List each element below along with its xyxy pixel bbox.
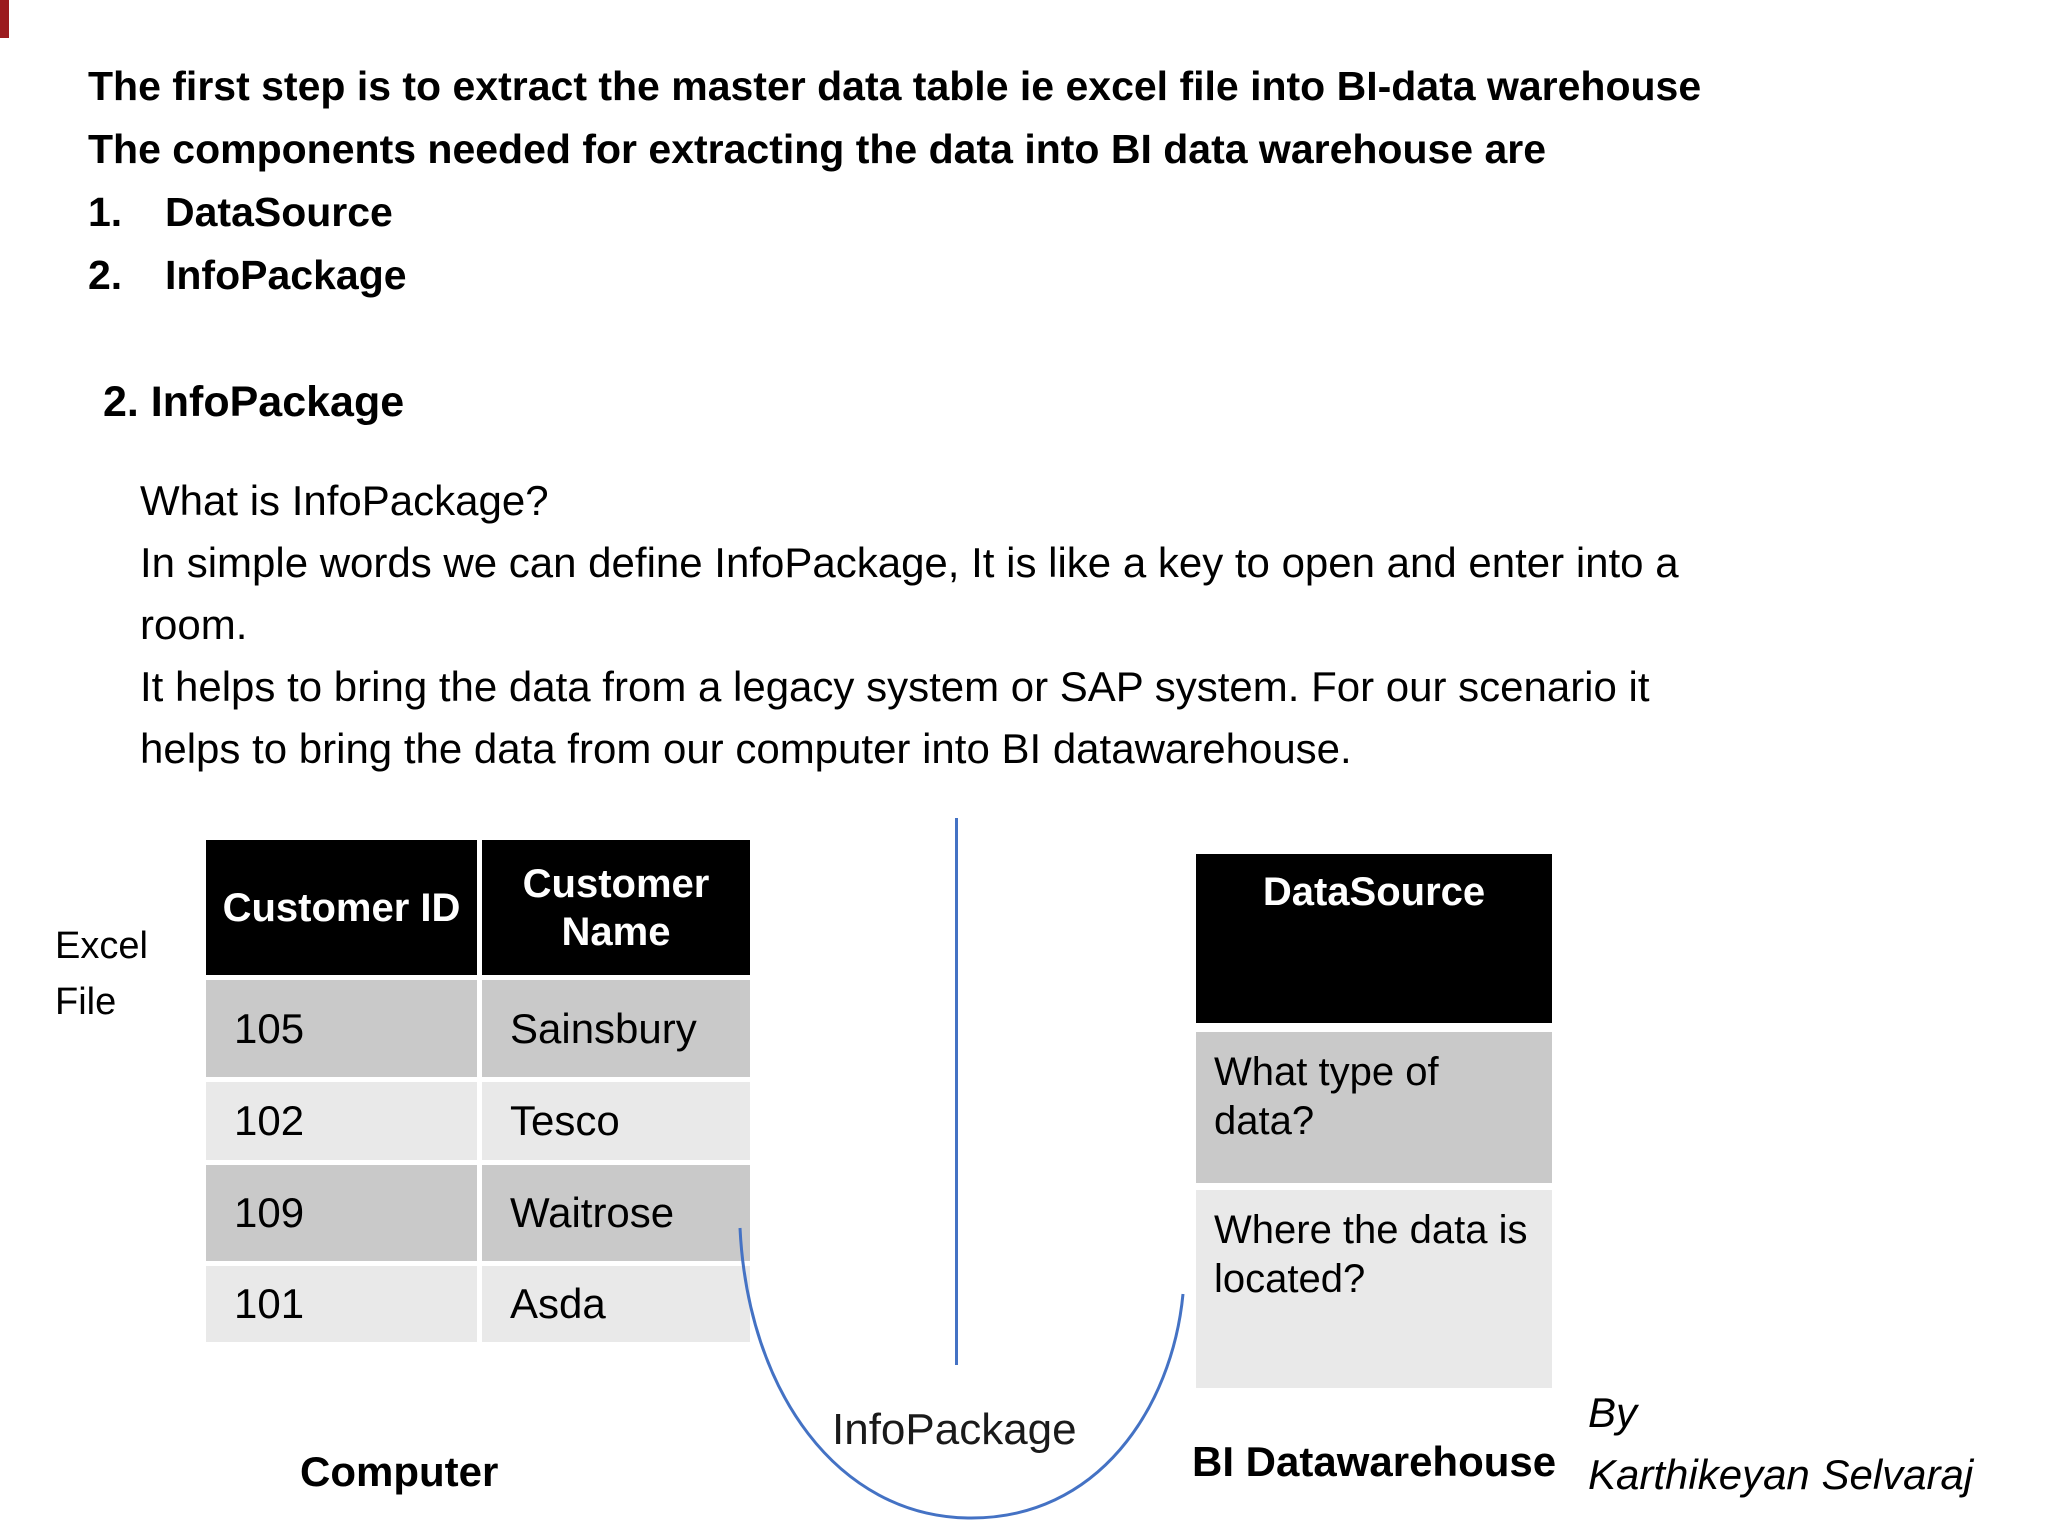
paragraph-line: What is InfoPackage? [140, 477, 549, 524]
datasource-table: DataSource What type of data? Where the … [1196, 854, 1552, 1388]
paragraph-line: helps to bring the data from our compute… [140, 725, 1352, 772]
list-label: InfoPackage [165, 252, 407, 298]
table-cell: Sainsbury [482, 980, 750, 1077]
credit-author: Karthikeyan Selvaraj [1588, 1451, 1974, 1498]
intro-block: The first step is to extract the master … [88, 55, 1701, 307]
table-cell: What type of data? [1196, 1032, 1552, 1183]
table-cell: 109 [206, 1165, 477, 1261]
table-cell: 102 [206, 1082, 477, 1160]
computer-label: Computer [300, 1448, 499, 1495]
credit-by: By [1588, 1389, 1638, 1436]
customer-table-header-id: Customer ID [206, 840, 477, 975]
table-cell: Waitrose [482, 1165, 750, 1261]
datasource-table-header: DataSource [1196, 854, 1552, 1023]
paragraph-line: room. [140, 601, 248, 648]
paragraph-line: It helps to bring the data from a legacy… [140, 663, 1650, 710]
customer-table-header-name: Customer Name [482, 840, 750, 975]
customer-table: Customer ID Customer Name 105 Sainsbury … [206, 840, 750, 1342]
intro-line-2: The components needed for extracting the… [88, 126, 1547, 172]
intro-line-1: The first step is to extract the master … [88, 63, 1702, 109]
list-number: 1. [88, 189, 123, 235]
infopackage-label: InfoPackage [832, 1405, 1077, 1454]
section-heading: 2. InfoPackage [103, 378, 405, 426]
component-list-item-1: 1. DataSource [88, 181, 1701, 244]
table-cell: 101 [206, 1266, 477, 1342]
excel-file-label: Excel File [55, 925, 148, 1023]
author-credit: By Karthikeyan Selvaraj [1588, 1382, 1973, 1506]
section-paragraph: What is InfoPackage? In simple words we … [140, 470, 1679, 780]
table-cell: Where the data is located? [1196, 1190, 1552, 1388]
list-label: DataSource [165, 189, 393, 235]
screen-edge-artifact [0, 0, 9, 38]
component-list-item-2: 2. InfoPackage [88, 244, 1701, 307]
list-number: 2. [88, 252, 123, 298]
bi-datawarehouse-label: BI Datawarehouse [1192, 1438, 1557, 1485]
table-cell: 105 [206, 980, 477, 1077]
paragraph-line: In simple words we can define InfoPackag… [140, 539, 1679, 586]
divider-line [955, 818, 958, 1365]
table-cell: Asda [482, 1266, 750, 1342]
table-cell: Tesco [482, 1082, 750, 1160]
